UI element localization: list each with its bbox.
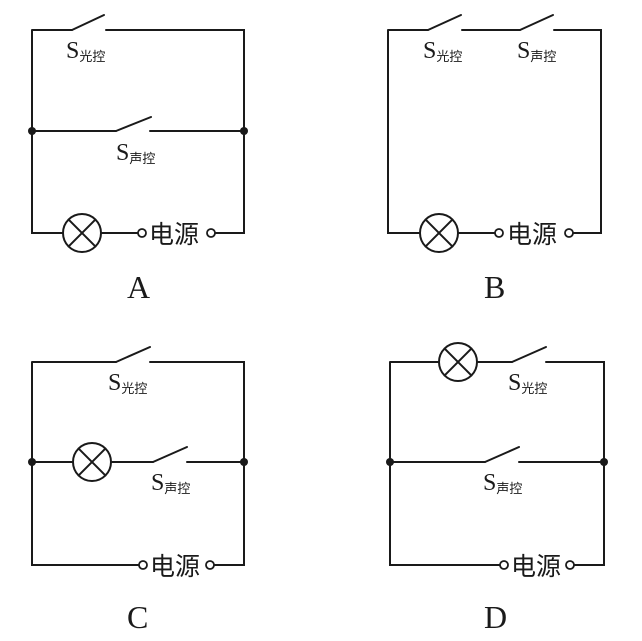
junction-node [240, 458, 248, 466]
lamp-icon [419, 213, 459, 253]
circuit-c: S光控 S声控 电源 C [28, 346, 248, 635]
power-source-label: 电源 [511, 552, 561, 581]
circuit-b: S光控 S声控 电源 B [387, 14, 602, 305]
light-switch-blade [427, 14, 462, 31]
circuit-d: S光控 S声控 电源 D [386, 342, 608, 635]
power-source-label: 电源 [507, 220, 557, 249]
junction-node [28, 458, 36, 466]
light-switch-label: S光控 [508, 370, 547, 397]
power-source-label: 电源 [150, 552, 200, 581]
lamp-icon [438, 342, 478, 382]
power-terminal [565, 560, 575, 570]
sound-switch-blade [484, 446, 520, 463]
circuit-a: S光控 S声控 电源 A [28, 14, 248, 305]
lamp-icon [72, 442, 112, 482]
light-switch-blade [511, 346, 547, 363]
light-switch-blade [71, 14, 105, 31]
sound-switch-label: S声控 [116, 140, 155, 167]
power-terminal [138, 560, 148, 570]
lamp-icon [62, 213, 102, 253]
junction-node [240, 127, 248, 135]
light-switch-blade [115, 346, 151, 363]
light-switch-label: S光控 [66, 38, 105, 65]
power-terminal [564, 228, 574, 238]
light-switch-label: S光控 [423, 38, 462, 65]
sound-switch-blade [519, 14, 554, 31]
power-terminal [206, 228, 216, 238]
sound-switch-blade [152, 446, 188, 463]
sound-switch-label: S声控 [483, 470, 522, 497]
wire [387, 29, 602, 234]
power-terminal [499, 560, 509, 570]
sound-switch-blade [115, 116, 152, 132]
sound-switch-label: S声控 [151, 470, 190, 497]
option-caption-c: C [127, 599, 148, 635]
junction-node [600, 458, 608, 466]
power-terminal [494, 228, 504, 238]
sound-switch-label: S声控 [517, 38, 556, 65]
power-terminal [137, 228, 147, 238]
option-caption-a: A [127, 269, 150, 305]
power-terminal [205, 560, 215, 570]
junction-node [386, 458, 394, 466]
junction-node [28, 127, 36, 135]
option-caption-d: D [484, 599, 507, 635]
light-switch-label: S光控 [108, 370, 147, 397]
power-source-label: 电源 [149, 220, 199, 249]
wire [389, 361, 605, 566]
option-caption-b: B [484, 269, 505, 305]
